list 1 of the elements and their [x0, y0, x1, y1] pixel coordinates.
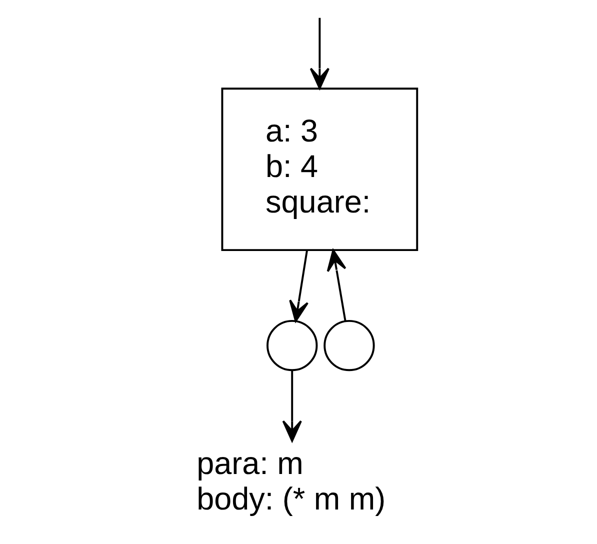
node-text: para: m body: (* m m) — [196, 445, 386, 517]
